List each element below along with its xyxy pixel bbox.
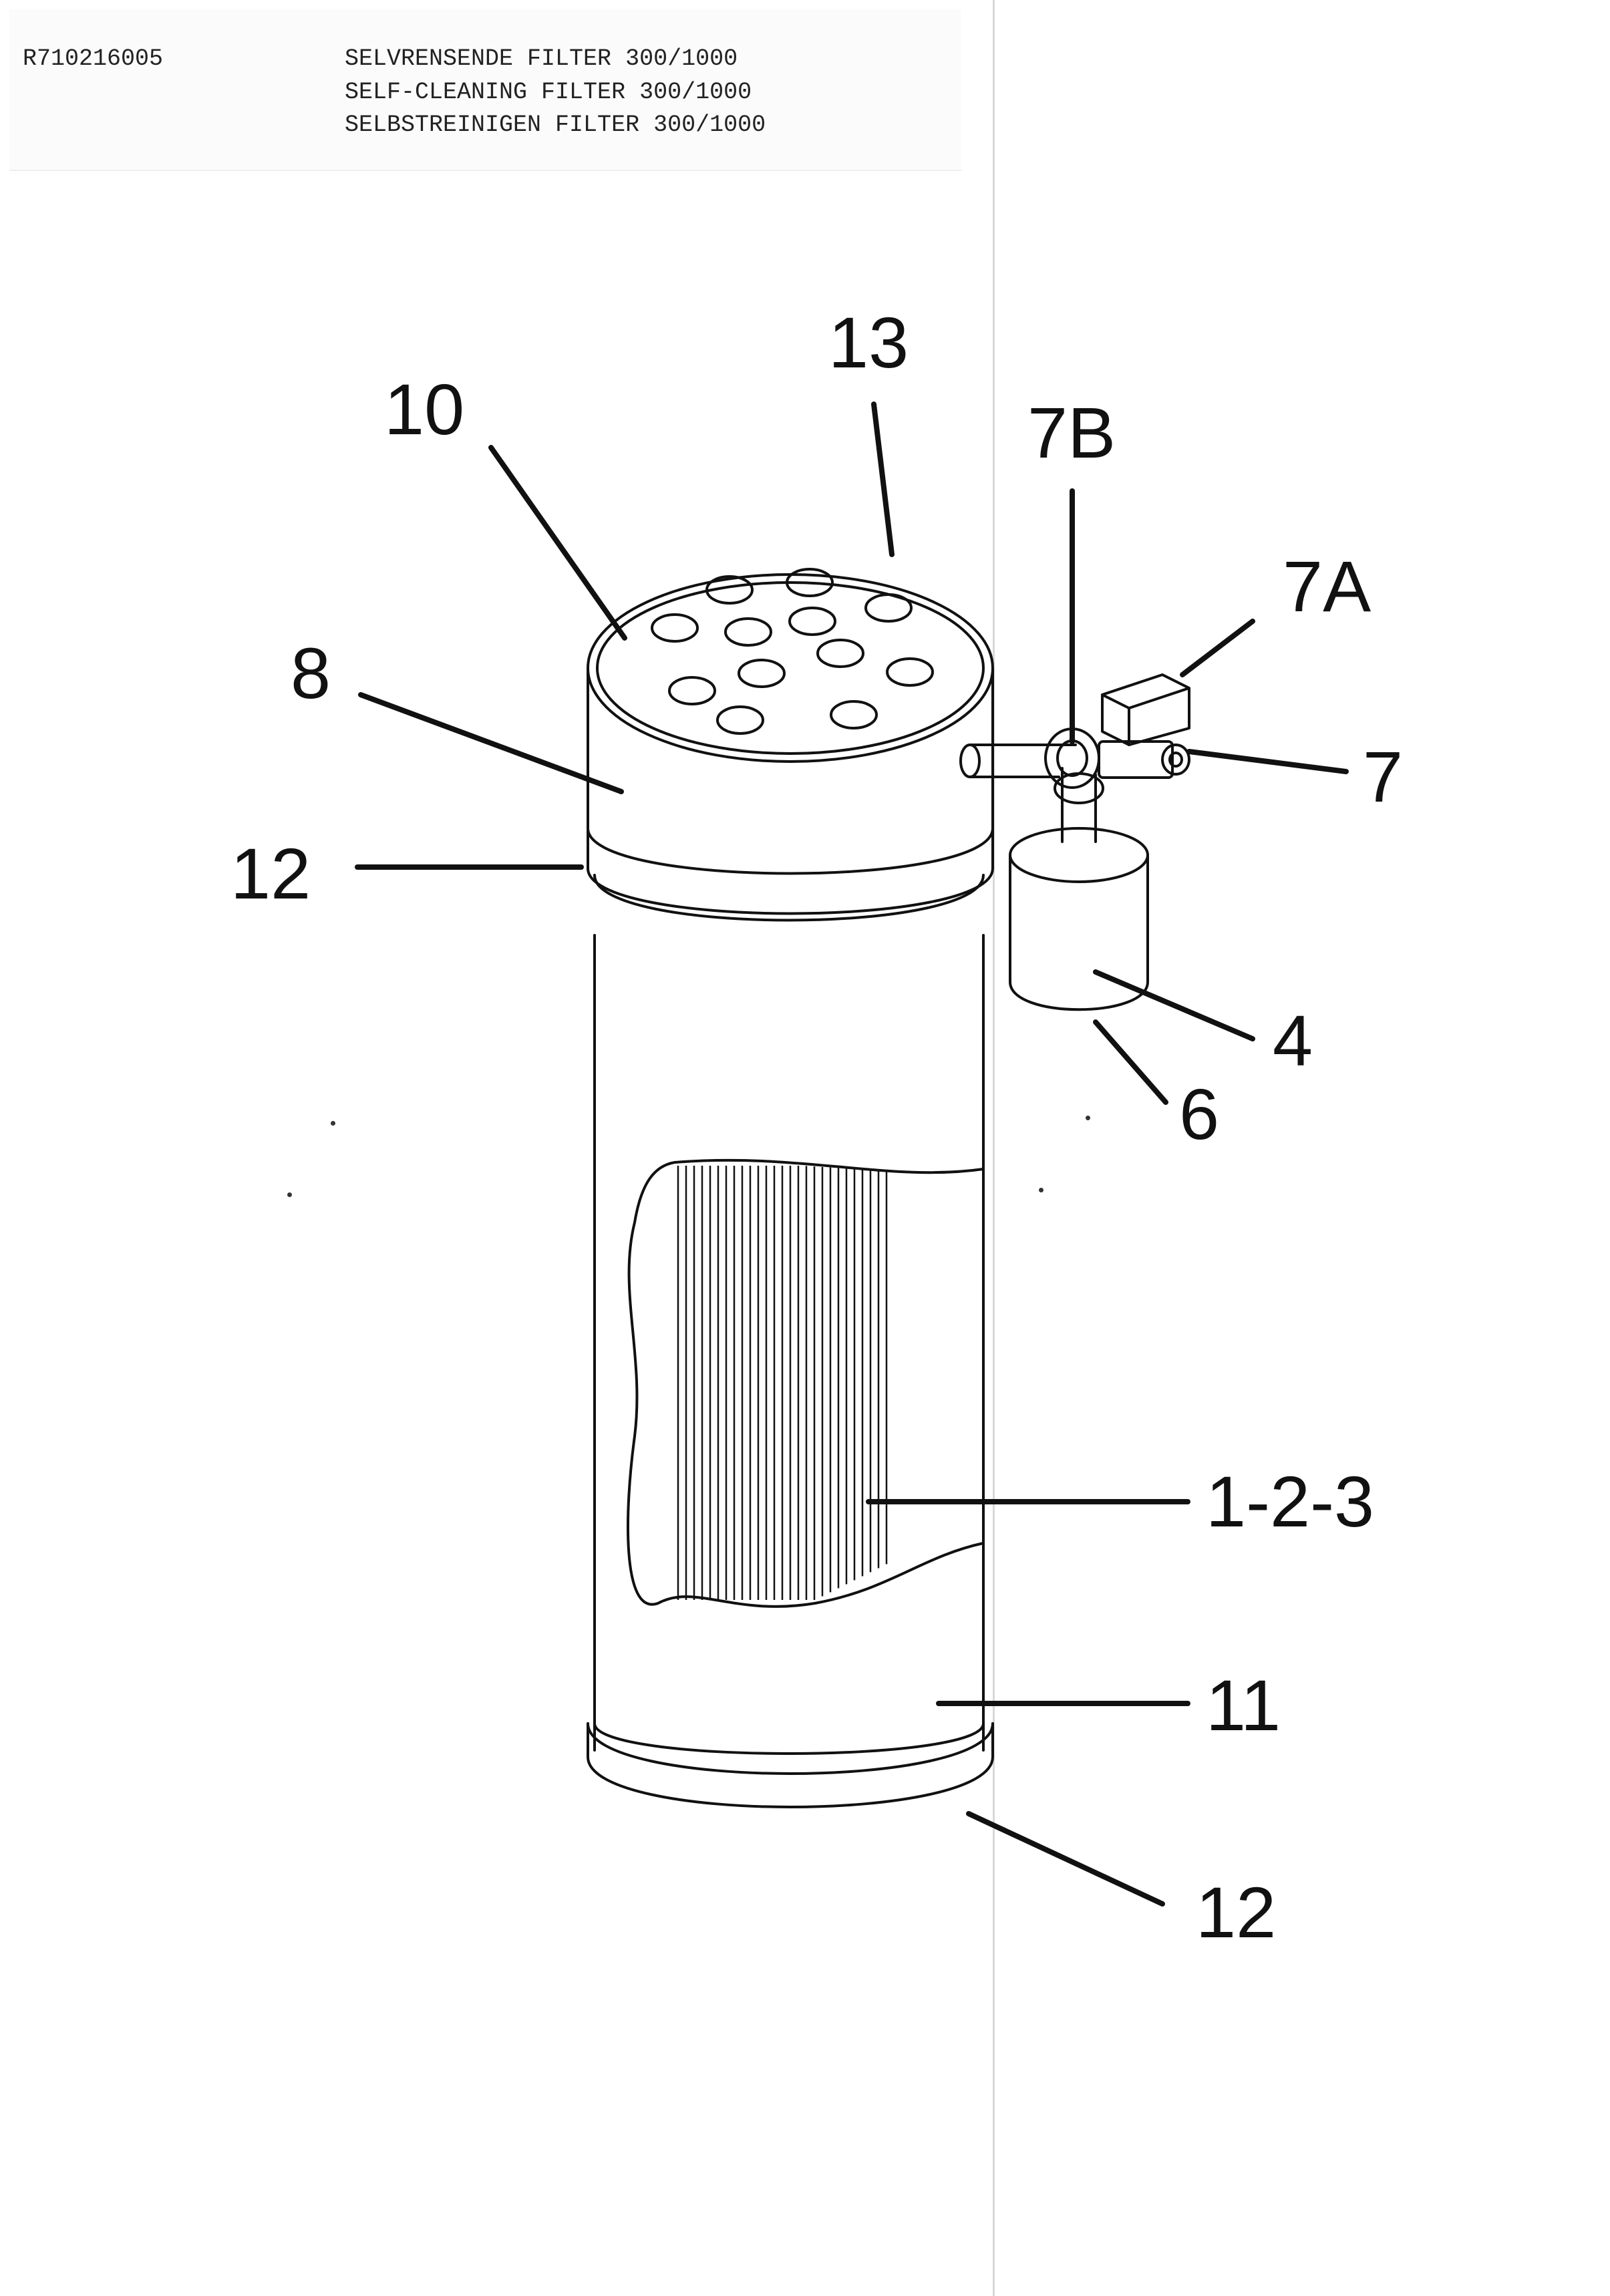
solenoid-top-edge	[1101, 687, 1190, 746]
title-english: SELF-CLEANING FILTER 300/1000	[345, 79, 752, 106]
vent-hole	[864, 593, 913, 623]
pipe-end	[959, 744, 981, 778]
vent-hole	[788, 607, 836, 636]
callout-7: 7	[1363, 736, 1403, 817]
document-number: R710216005	[23, 45, 164, 72]
scan-speck	[1039, 1188, 1043, 1192]
connection-pipe	[969, 744, 1077, 778]
leader-6	[1093, 1019, 1168, 1105]
vent-hole	[830, 700, 878, 729]
vent-hole	[786, 568, 834, 597]
valve-body	[1098, 740, 1174, 779]
reservoir-top	[1009, 827, 1149, 883]
callout-11: 11	[1206, 1665, 1281, 1746]
leader-4	[1093, 969, 1255, 1041]
callout-12-upper: 12	[230, 833, 311, 914]
callout-8: 8	[291, 633, 331, 713]
title-block: R710216005 SELVRENSENDE FILTER 300/1000 …	[9, 9, 961, 171]
vent-hole	[816, 639, 864, 668]
vent-hole	[738, 659, 786, 688]
lower-ring-band	[587, 1722, 994, 1808]
callout-7A: 7A	[1283, 546, 1371, 627]
top-plate-inner	[596, 581, 985, 755]
upper-ring-top	[587, 827, 994, 875]
leader-8	[358, 692, 624, 794]
vent-hole	[724, 617, 772, 647]
leader-7A	[1180, 619, 1255, 677]
vent-hole	[705, 575, 754, 605]
callout-13: 13	[828, 302, 909, 383]
lower-ring-top	[587, 1722, 994, 1775]
title-german: SELBSTREINIGEN FILTER 300/1000	[345, 112, 766, 138]
scan-fold-line	[993, 0, 995, 2296]
upper-ring-inner	[593, 874, 985, 922]
leader-7	[1186, 749, 1349, 774]
vent-hole	[668, 676, 716, 705]
callout-12-lower: 12	[1196, 1872, 1276, 1953]
scan-speck	[1086, 1116, 1090, 1120]
cutaway-outline	[626, 1158, 985, 1608]
leader-13	[871, 401, 895, 557]
callout-4: 4	[1273, 1000, 1313, 1081]
vent-hole	[716, 705, 764, 735]
upper-ring-band	[587, 827, 994, 915]
valve-port-inner	[1168, 752, 1183, 768]
leader-10	[488, 445, 627, 641]
vent-hole	[886, 657, 934, 687]
solenoid-block	[1101, 673, 1190, 746]
callout-1-2-3: 1-2-3	[1206, 1461, 1374, 1542]
callout-10: 10	[384, 369, 464, 450]
callout-7B: 7B	[1027, 392, 1116, 473]
scan-speck	[287, 1192, 292, 1197]
callout-6: 6	[1179, 1074, 1219, 1154]
lower-ring-inner	[593, 1722, 985, 1755]
vent-holes	[651, 568, 934, 735]
valve-port	[1161, 744, 1190, 776]
filter-pleats	[677, 1166, 888, 1600]
scan-speck	[331, 1121, 335, 1126]
vent-hole	[651, 613, 699, 643]
leader-12-lower	[966, 1811, 1165, 1907]
title-danish: SELVRENSENDE FILTER 300/1000	[345, 45, 738, 72]
